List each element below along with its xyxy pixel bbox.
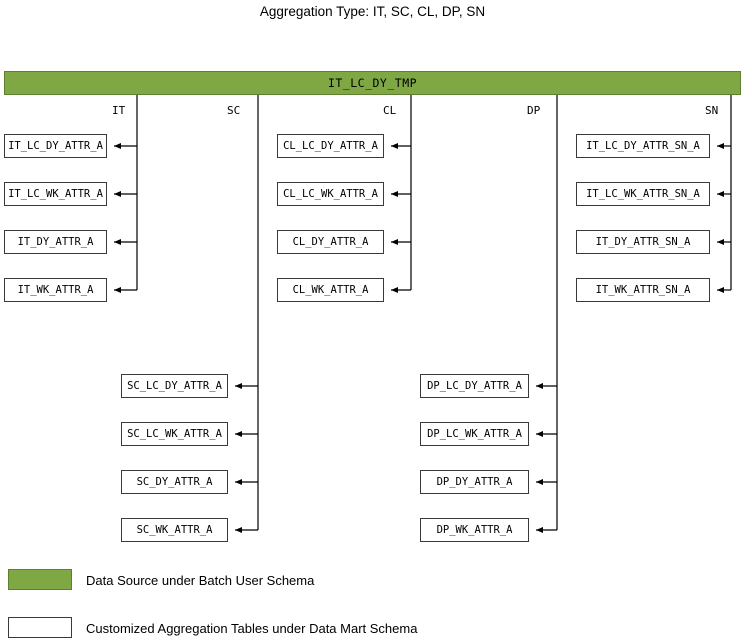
table-node[interactable]: DP_DY_ATTR_A bbox=[420, 470, 529, 494]
legend-label: Customized Aggregation Tables under Data… bbox=[86, 621, 418, 636]
table-node[interactable]: CL_WK_ATTR_A bbox=[277, 278, 384, 302]
table-node[interactable]: IT_DY_ATTR_SN_A bbox=[576, 230, 710, 254]
branch-label-dp: DP bbox=[527, 104, 541, 117]
branch-label-cl: CL bbox=[383, 104, 397, 117]
table-node[interactable]: SC_DY_ATTR_A bbox=[121, 470, 228, 494]
branch-label-sc: SC bbox=[227, 104, 241, 117]
branch-label-it: IT bbox=[112, 104, 126, 117]
table-node[interactable]: SC_LC_DY_ATTR_A bbox=[121, 374, 228, 398]
table-node[interactable]: IT_WK_ATTR_SN_A bbox=[576, 278, 710, 302]
data-source-node[interactable]: IT_LC_DY_TMP bbox=[4, 71, 741, 95]
table-node[interactable]: SC_LC_WK_ATTR_A bbox=[121, 422, 228, 446]
table-node[interactable]: CL_LC_DY_ATTR_A bbox=[277, 134, 384, 158]
table-node[interactable]: DP_WK_ATTR_A bbox=[420, 518, 529, 542]
table-node[interactable]: SC_WK_ATTR_A bbox=[121, 518, 228, 542]
table-node[interactable]: IT_WK_ATTR_A bbox=[4, 278, 107, 302]
table-node[interactable]: CL_LC_WK_ATTR_A bbox=[277, 182, 384, 206]
legend-label: Data Source under Batch User Schema bbox=[86, 573, 315, 588]
branch-label-sn: SN bbox=[705, 104, 719, 117]
legend-swatch-white bbox=[8, 617, 72, 638]
table-node[interactable]: IT_LC_WK_ATTR_A bbox=[4, 182, 107, 206]
table-node[interactable]: IT_LC_WK_ATTR_SN_A bbox=[576, 182, 710, 206]
page-title: Aggregation Type: IT, SC, CL, DP, SN bbox=[259, 4, 486, 19]
table-node[interactable]: IT_LC_DY_ATTR_A bbox=[4, 134, 107, 158]
table-node[interactable]: IT_DY_ATTR_A bbox=[4, 230, 107, 254]
table-node[interactable]: IT_LC_DY_ATTR_SN_A bbox=[576, 134, 710, 158]
table-node[interactable]: DP_LC_WK_ATTR_A bbox=[420, 422, 529, 446]
legend-swatch-green bbox=[8, 569, 72, 590]
table-node[interactable]: CL_DY_ATTR_A bbox=[277, 230, 384, 254]
table-node[interactable]: DP_LC_DY_ATTR_A bbox=[420, 374, 529, 398]
